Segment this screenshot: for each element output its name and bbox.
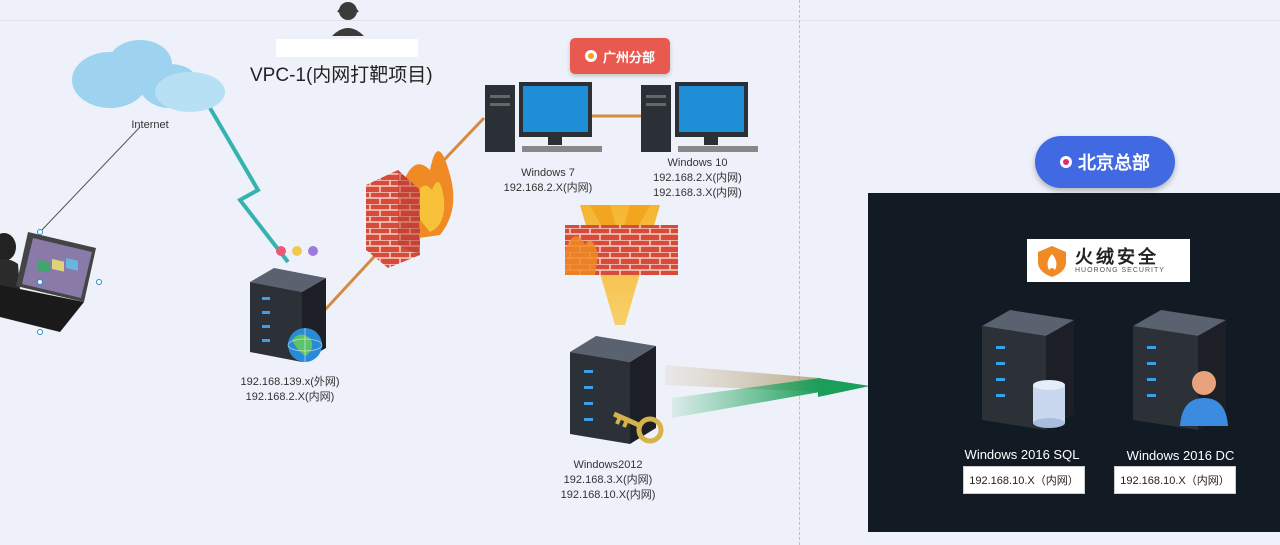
gateway-ip-external: 192.168.139.x(外网) <box>240 376 340 388</box>
page-title: VPC-1(内网打靶项目) <box>250 65 433 86</box>
win2012-ip2: 192.168.10.X(内网) <box>560 489 656 501</box>
key-icon <box>612 411 664 444</box>
win10-ip2: 192.168.3.X(内网) <box>653 187 742 199</box>
cloud-icon <box>72 40 225 112</box>
globe-icon <box>287 328 323 362</box>
hacker-icon <box>0 233 20 290</box>
user-avatar-icon <box>332 2 364 36</box>
win2012-name: Windows2012 <box>573 459 643 471</box>
win10-name: Windows 10 <box>667 157 728 169</box>
hq-badge: 北京总部 <box>1035 136 1175 188</box>
server-icon-win2012 <box>570 336 656 444</box>
gateway-ip-internal: 192.168.2.X(内网) <box>245 391 335 403</box>
win7-name: Windows 7 <box>521 167 575 179</box>
top-guide-line <box>0 20 1280 21</box>
sql-name: Windows 2016 SQL <box>964 447 1080 462</box>
internet-label: Internet <box>131 119 169 131</box>
win7-ip: 192.168.2.X(内网) <box>503 182 593 194</box>
sql-ip-box: 192.168.10.X（内网） <box>963 466 1085 494</box>
dc-name: Windows 2016 DC <box>1126 448 1235 463</box>
link-laptop-internet <box>39 126 141 233</box>
win2012-ip1: 192.168.3.X(内网) <box>563 474 653 486</box>
badge-dot-icon <box>1060 156 1072 168</box>
gateway-label: 192.168.139.x(外网) 192.168.2.X(内网) <box>215 375 365 405</box>
branch-badge-label: 广州分部 <box>602 49 655 65</box>
hq-badge-label: 北京总部 <box>1078 153 1150 173</box>
branch-badge: 广州分部 <box>570 38 670 74</box>
link-lightning <box>208 106 290 264</box>
firewall-icon-2 <box>565 205 678 325</box>
win10-label: Windows 10 192.168.2.X(内网) 192.168.3.X(内… <box>640 156 755 201</box>
firewall-icon-1 <box>366 151 454 268</box>
beam-green <box>672 378 820 418</box>
dc-ip-box: 192.168.10.X（内网） <box>1114 466 1236 494</box>
vendor-logo: 火绒安全 HUORONG SECURITY <box>1027 239 1190 282</box>
win2012-label: Windows2012 192.168.3.X(内网) 192.168.10.X… <box>548 458 668 503</box>
win10-ip1: 192.168.2.X(内网) <box>653 172 742 184</box>
vendor-name: 火绒安全 <box>1075 247 1159 267</box>
desktop-icon-win7 <box>485 82 602 152</box>
laptop-icon <box>0 229 102 335</box>
zone-divider <box>799 0 800 545</box>
redaction-block <box>276 39 418 57</box>
win7-label: Windows 7 192.168.2.X(内网) <box>488 166 608 196</box>
badge-dot-icon <box>584 50 597 62</box>
desktop-icon-win10 <box>641 82 758 152</box>
flame-shield-icon <box>1038 245 1066 277</box>
arrow-head-icon <box>818 378 870 397</box>
vendor-sub: HUORONG SECURITY <box>1075 267 1165 274</box>
